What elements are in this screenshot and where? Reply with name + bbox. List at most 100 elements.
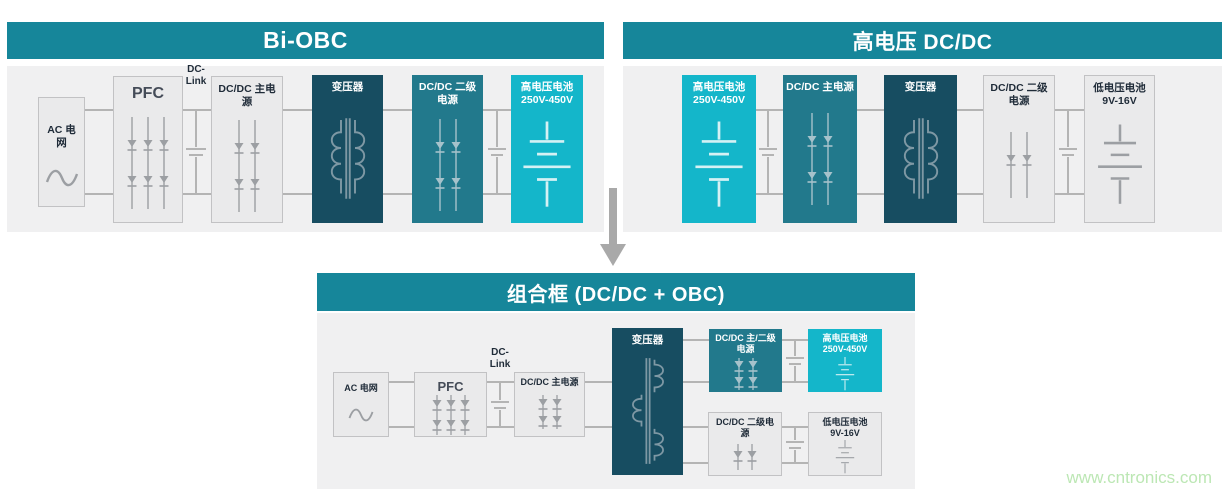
panel-title-hv-dcdc: 高电压 DC/DC [852, 30, 993, 54]
wire-segment [585, 426, 612, 428]
battery-icon [694, 121, 744, 209]
wire-segment [183, 109, 211, 111]
transistor-bridge-icon [434, 119, 461, 212]
block-label: DC/DC 二级电源 [990, 82, 1048, 108]
block-label: 低电压电池 9V-16V [1090, 76, 1149, 108]
block-label: 高电压电池 250V-450V [819, 329, 870, 356]
battery-icon [835, 356, 855, 391]
wire-segment [483, 109, 511, 111]
wire-segment [1055, 193, 1084, 195]
block-label: DC/DC 主/二级电源 [715, 333, 776, 355]
transistor-bridge-icon [732, 444, 758, 471]
wire-segment [383, 109, 412, 111]
block-lv-battery: 低电压电池 9V-16V [808, 412, 882, 476]
wire-segment [683, 381, 709, 383]
transistor-bridge-icon [1005, 132, 1033, 199]
block-label: DC/DC 主电源 [520, 377, 579, 387]
capacitor-icon [488, 110, 506, 194]
wire-segment [283, 109, 312, 111]
wire-segment [782, 339, 808, 341]
block-label: AC 电网 [47, 124, 76, 150]
block-transformer: 变压器 [312, 75, 383, 223]
capacitor-icon [491, 382, 509, 427]
wire-segment [683, 426, 708, 428]
wire-segment [389, 426, 414, 428]
block-lv-battery: 低电压电池 9V-16V [1084, 75, 1155, 223]
wire-segment [85, 109, 113, 111]
wire-segment [585, 381, 612, 383]
battery-icon [522, 121, 572, 209]
panel-title-bi-obc: Bi-OBC [263, 27, 348, 53]
transistor-bridge-icon [733, 357, 758, 390]
block-hv-battery: 高电压电池 250V-450V [682, 75, 756, 223]
wire-segment [957, 109, 983, 111]
battery-name: 高电压电池 [520, 81, 574, 93]
block-dcdc-secondary: DC/DC 二级电源 [412, 75, 483, 223]
wire-segment [782, 462, 808, 464]
transistor-bridge-icon [126, 116, 170, 209]
transformer-icon [631, 357, 664, 465]
wire-segment [857, 193, 884, 195]
block-label: 变压器 [331, 81, 364, 93]
wire-segment [683, 339, 709, 341]
wire-segment [756, 109, 783, 111]
wire-segment [383, 193, 412, 195]
dc-link-label: DC- Link [178, 64, 214, 87]
down-arrow-icon [600, 188, 626, 266]
wire-segment [487, 381, 514, 383]
block-label: 变压器 [904, 81, 937, 93]
block-ac-grid: AC 电网 [38, 97, 85, 207]
wire-segment [389, 381, 414, 383]
wire-segment [857, 109, 884, 111]
block-label: DC/DC 二级电源 [418, 81, 477, 107]
wire-segment [183, 193, 211, 195]
block-label: DC/DC 主电源 [218, 83, 276, 109]
panel-title-combo: 组合框 (DC/DC + OBC) [507, 283, 725, 306]
block-dcdc-main: DC/DC 主电源 [783, 75, 857, 223]
block-label: DC/DC 主电源 [786, 81, 854, 93]
battery-icon [835, 440, 855, 475]
battery-name: 高电压电池 [692, 81, 746, 93]
wire-segment [483, 193, 511, 195]
wire-segment [683, 462, 708, 464]
block-transformer: 变压器 [612, 328, 683, 475]
capacitor-icon [759, 110, 777, 194]
battery-icon [1096, 123, 1143, 206]
block-label: DC/DC 二级电源 [716, 417, 774, 439]
battery-name: 低电压电池 [1093, 82, 1146, 94]
capacitor-icon [1059, 110, 1077, 194]
panel-header-bi-obc: Bi-OBC [7, 22, 604, 59]
wire-segment [1055, 109, 1084, 111]
wire-segment [782, 381, 808, 383]
block-dcdc-main-secondary: DC/DC 主/二级电源 [709, 329, 782, 392]
capacitor-icon [186, 110, 206, 194]
block-label: 高电压电池 250V-450V [690, 75, 749, 107]
panel-header-hv-dcdc: 高电压 DC/DC [623, 22, 1222, 59]
block-dcdc-main: DC/DC 主电源 [211, 76, 283, 223]
wire-segment [283, 193, 312, 195]
capacitor-icon [786, 427, 804, 463]
transistor-bridge-icon [537, 395, 562, 430]
battery-range: 250V-450V [693, 94, 745, 107]
wire-segment [487, 426, 514, 428]
battery-name: 高电压电池 [822, 333, 868, 343]
transistor-bridge-icon [233, 119, 261, 212]
block-label: PFC [437, 379, 464, 394]
capacitor-icon [786, 340, 804, 382]
sine-wave-icon [45, 169, 78, 187]
transistor-bridge-icon [806, 112, 834, 205]
battery-name: 低电压电池 [822, 417, 868, 427]
block-pfc: PFC [113, 76, 183, 223]
block-transformer: 变压器 [884, 75, 957, 223]
dc-link-line2: Link [489, 358, 511, 370]
block-dcdc-secondary: DC/DC 二级电源 [983, 75, 1055, 223]
block-dcdc-secondary: DC/DC 二级电源 [708, 412, 782, 476]
dc-link-line1: DC- [491, 347, 509, 358]
panel-header-combo: 组合框 (DC/DC + OBC) [317, 273, 915, 311]
wire-segment [756, 193, 783, 195]
dc-link-label: DC- Link [482, 347, 518, 370]
wire-segment [957, 193, 983, 195]
block-label: 高电压电池 250V-450V [518, 75, 577, 107]
block-label: PFC [132, 85, 164, 102]
watermark: www.cntronics.com [1066, 468, 1212, 487]
